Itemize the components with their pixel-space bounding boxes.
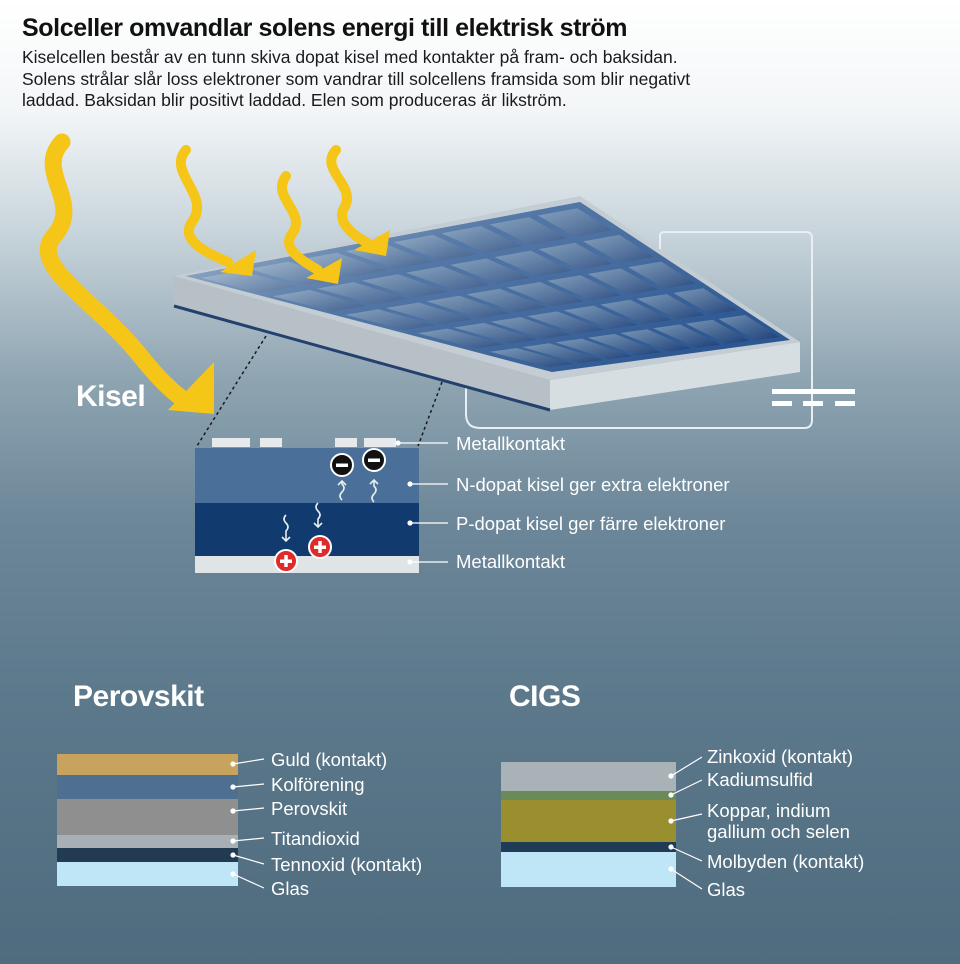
layer-kolforening: [57, 775, 238, 799]
cigs-layer-label: Kadiumsulfid: [707, 769, 813, 790]
layer-glas: [57, 862, 238, 886]
electron-icon: [362, 448, 386, 472]
cigs-title: CIGS: [509, 680, 581, 713]
panel-frame-front: [174, 276, 550, 410]
hole-icon: [308, 535, 332, 559]
cigs-layer-label: gallium och selen: [707, 821, 850, 842]
n-doped-layer: [195, 448, 419, 503]
sun-rays: [39, 133, 371, 411]
electron-icon: [330, 453, 354, 477]
top-metal-contacts: [212, 438, 396, 447]
kisel-cross-section: [195, 438, 419, 573]
dc-symbol: [772, 389, 855, 406]
perovskit-leader-lines: [230, 758, 265, 889]
cigs-layer-label: Zinkoxid (kontakt): [707, 746, 853, 767]
kisel-layer-label: Metallkontakt: [456, 433, 565, 454]
page-title: Solceller omvandlar solens energi till e…: [22, 14, 628, 42]
perovskit-layer-label: Glas: [271, 878, 310, 899]
layer-perovskit: [57, 799, 238, 835]
cigs-stack: [501, 762, 676, 887]
perovskit-stack: [57, 754, 238, 886]
layer-kadiumsulfid: [501, 791, 676, 800]
circuit-wire: [465, 231, 813, 429]
layer-molbyden: [501, 842, 676, 852]
perovskit-layer-label: Tennoxid (kontakt): [271, 854, 423, 875]
hole-icon: [274, 549, 298, 573]
layer-glas: [501, 852, 676, 887]
intro-text: Kiselcellen består av en tunn skiva dopa…: [22, 47, 691, 110]
perovskit-layer-label: Titandioxid: [271, 828, 360, 849]
layer-guld: [57, 754, 238, 775]
layer-koppar-indium: [501, 800, 676, 842]
cigs-leader-lines: [668, 756, 703, 890]
perovskit-layer-label: Kolförening: [271, 774, 365, 795]
perovskit-layer-label: Perovskit: [271, 798, 348, 819]
sun-ray-arrowheads: [168, 230, 390, 414]
cigs-layer-label: Koppar, indium: [707, 800, 831, 821]
layer-titandioxid: [57, 835, 238, 848]
kisel-layer-label: Metallkontakt: [456, 551, 565, 572]
layer-zinkoxid: [501, 762, 676, 791]
kisel-layer-label: P-dopat kisel ger färre elektroner: [456, 513, 726, 534]
cigs-layer-label: Glas: [707, 879, 746, 900]
cigs-layer-label: Molbyden (kontakt): [707, 851, 865, 872]
p-doped-layer: [195, 503, 419, 556]
layer-tennoxid: [57, 848, 238, 862]
kisel-label: Kisel: [76, 380, 146, 413]
panel-frame-right: [550, 342, 800, 410]
perovskit-title: Perovskit: [73, 680, 204, 713]
kisel-leader-lines: [395, 440, 448, 565]
zoom-line-right: [417, 381, 443, 447]
kisel-layer-label: N-dopat kisel ger extra elektroner: [456, 474, 730, 495]
perovskit-layer-label: Guld (kontakt): [271, 749, 388, 770]
bottom-metal-contact: [195, 556, 419, 573]
zoom-line-left: [196, 335, 267, 447]
